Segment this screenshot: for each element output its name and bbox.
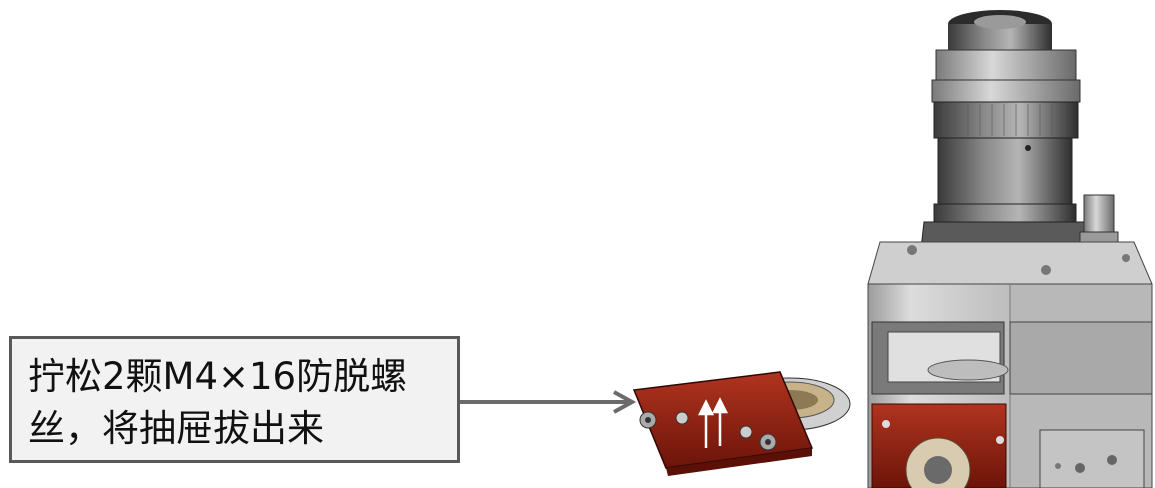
- cutting-head: [867, 10, 1153, 488]
- callout-line-2: 丝，将抽屉拔出来: [28, 407, 324, 450]
- up-arrow-icon: [697, 397, 729, 448]
- instruction-callout: 拧松2颗M4×16防脱螺 丝，将抽屉拔出来: [9, 336, 460, 463]
- drawer-part: [632, 371, 851, 476]
- callout-arrow: [460, 390, 637, 414]
- callout-line-1: 拧松2颗M4×16防脱螺: [28, 355, 408, 398]
